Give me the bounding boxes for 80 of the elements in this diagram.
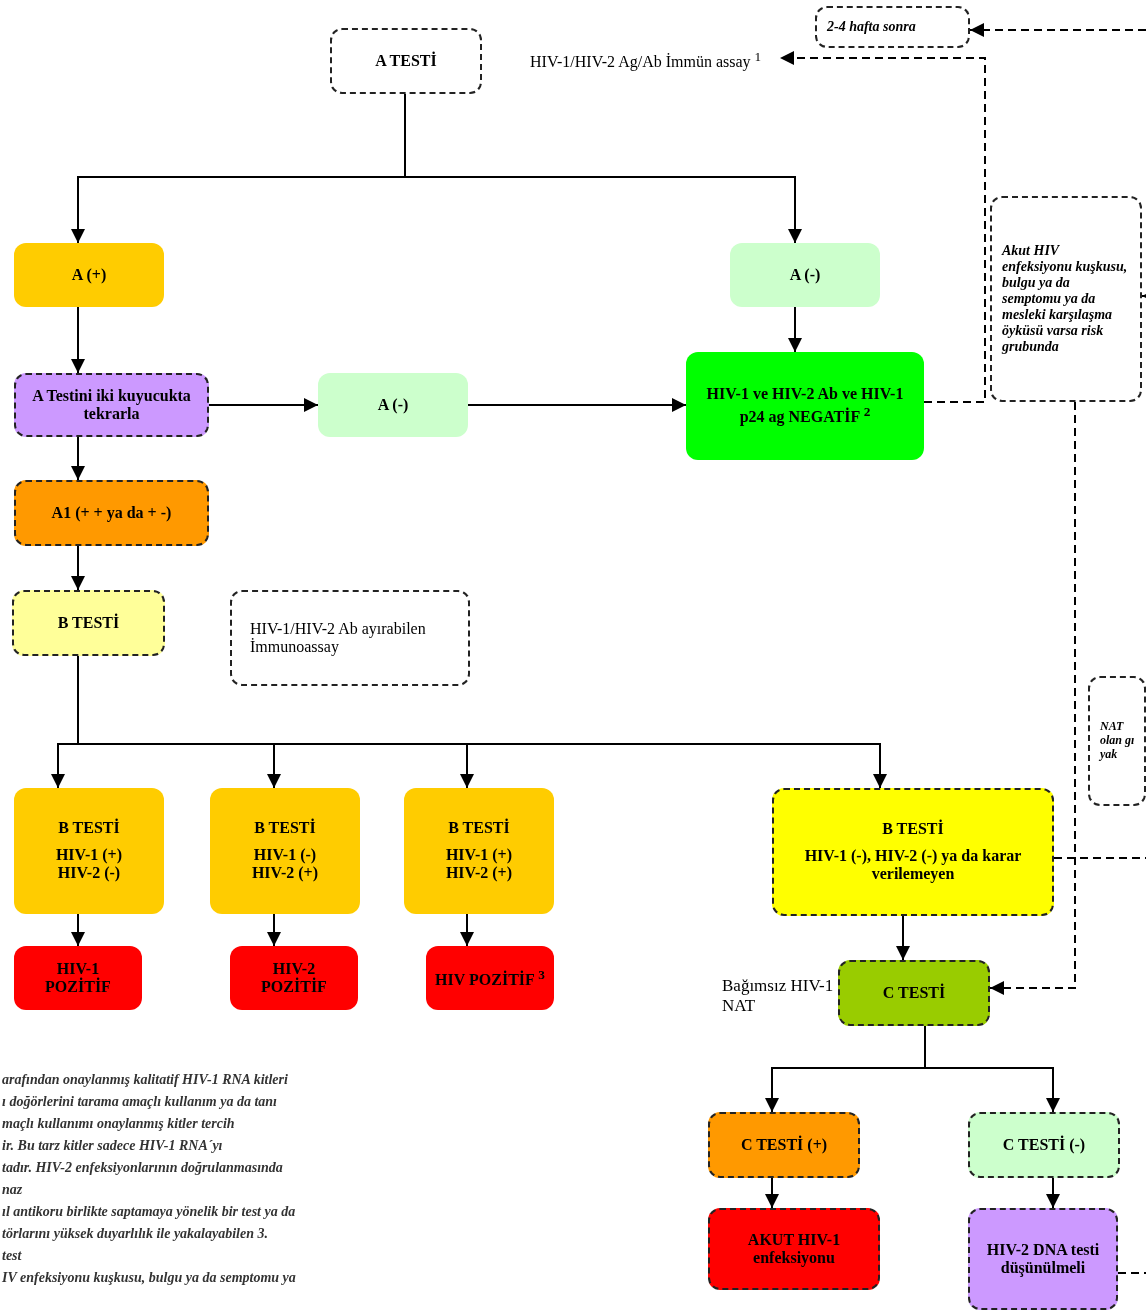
arrow xyxy=(989,401,1076,995)
footnote-text: naz xyxy=(2,1182,23,1198)
process-box xyxy=(404,788,554,914)
note-box xyxy=(815,6,970,48)
node-label: A (+) xyxy=(71,265,107,285)
arrow xyxy=(208,398,319,412)
node-label: A (-) xyxy=(377,395,409,415)
footnote-text: maçlı kullanımı onaylanmış kitler tercih xyxy=(2,1116,235,1132)
arrow xyxy=(460,913,474,947)
node-label: C TESTİ (-) xyxy=(1002,1135,1086,1155)
footnote-text: IV enfeksiyonu kuşkusu, bulgu ya da semptomu ya xyxy=(2,1270,296,1286)
node-label: HIV-1/HIV-2 Ab ayırabilen İmmunoassay xyxy=(250,619,427,657)
node-label: NAT olan gı yak xyxy=(1100,720,1136,762)
arrow xyxy=(896,915,910,961)
footnote-text: tadır. HIV-2 enfeksiyonlarının doğrulanmasında xyxy=(2,1160,283,1176)
arrow xyxy=(71,306,85,374)
footnote-text: ıl antikoru birlikte saptamaya yönelik bir test ya da xyxy=(2,1204,296,1220)
node-label: B TESTİ xyxy=(448,819,510,838)
node-label: HIV-1 (-), HIV-2 (-) ya da karar verilemeyen xyxy=(803,846,1023,884)
note-box xyxy=(990,196,1142,402)
process-box xyxy=(14,243,164,307)
arrow xyxy=(71,545,85,591)
process-box xyxy=(968,1112,1120,1178)
process-box xyxy=(14,373,209,437)
arrow xyxy=(765,1177,779,1209)
node-label: B TESTİ xyxy=(57,613,120,633)
arrow xyxy=(71,436,85,481)
node-label: HIV-1 (+) HIV-2 (+) xyxy=(444,845,514,883)
process-box xyxy=(772,788,1054,916)
arrow xyxy=(267,913,281,947)
node-label: A TESTİ xyxy=(375,51,437,71)
node-label: B TESTİ xyxy=(882,820,944,839)
node-label: A Testini iki kuyucukta tekrarla xyxy=(31,386,192,424)
process-box xyxy=(14,946,142,1010)
node-label: 2-4 hafta sonra xyxy=(827,18,916,36)
node-label: Akut HIV enfeksiyonu kuşkusu, bulgu ya da semptomu ya da mesleki karşılaşma öyküsü varsa risk grubunda xyxy=(1002,242,1129,356)
node-label: HIV POZİTİF $^{3}$ xyxy=(435,966,545,990)
node-caption: Bağımsız HIV-1 NAT xyxy=(722,976,835,1016)
process-box xyxy=(968,1208,1118,1310)
process-box xyxy=(708,1208,880,1290)
node-label: C TESTİ xyxy=(882,983,946,1003)
process-box xyxy=(14,480,209,546)
process-box xyxy=(330,28,482,94)
arrow xyxy=(969,23,1146,37)
footnote-text: arafından onaylanmış kalitatif HIV-1 RNA kitleri xyxy=(2,1072,288,1088)
arrow xyxy=(788,306,802,353)
footnote-text: törlarını yüksek duyarlılık ile yakalayabilen 3. xyxy=(2,1226,268,1242)
node-label: HIV-2 POZİTİF xyxy=(260,959,328,997)
arrow xyxy=(779,51,986,403)
process-box xyxy=(730,243,880,307)
node-label: HIV-1 POZİTİF xyxy=(44,959,112,997)
process-box xyxy=(230,946,358,1010)
note-box xyxy=(1088,676,1146,806)
arrow xyxy=(1046,1177,1060,1209)
arrow xyxy=(924,1025,1060,1113)
process-box xyxy=(686,352,924,460)
note-box xyxy=(230,590,470,686)
process-box xyxy=(318,373,468,437)
node-label: A1 (+ + ya da + -) xyxy=(51,503,172,523)
footnote-text: ı doğörlerini tarama amaçlı kullanım ya da tanı xyxy=(2,1094,277,1110)
process-box xyxy=(708,1112,860,1178)
node-label: HIV-1/HIV-2 Ag/Ab İmmün assay $^{1}$ xyxy=(530,48,762,72)
node-label: HIV-1 (+) HIV-2 (-) xyxy=(54,845,124,883)
node-label: B TESTİ xyxy=(254,819,316,838)
process-box xyxy=(426,946,554,1010)
node-label: HIV-1 ve HIV-2 Ab ve HIV-1 p24 ag NEGATİF $^{2}$ xyxy=(706,385,904,427)
footnote-text: test xyxy=(2,1248,22,1264)
node-label: AKUT HIV-1 enfeksiyonu xyxy=(746,1230,842,1268)
arrow xyxy=(71,913,85,947)
process-box xyxy=(14,788,164,914)
node-label: B TESTİ xyxy=(58,819,120,838)
footnote-text: ir. Bu tarz kitler sadece HIV-1 RNA´yı xyxy=(2,1138,223,1154)
process-box xyxy=(210,788,360,914)
process-box xyxy=(12,590,165,656)
node-label: A (-) xyxy=(789,265,821,285)
node-label: HIV-1 (-) HIV-2 (+) xyxy=(250,845,320,883)
process-box xyxy=(838,960,990,1026)
arrow xyxy=(467,398,687,412)
node-label: C TESTİ (+) xyxy=(740,1135,828,1155)
node-label: HIV-2 DNA testi düşünülmeli xyxy=(985,1240,1101,1278)
